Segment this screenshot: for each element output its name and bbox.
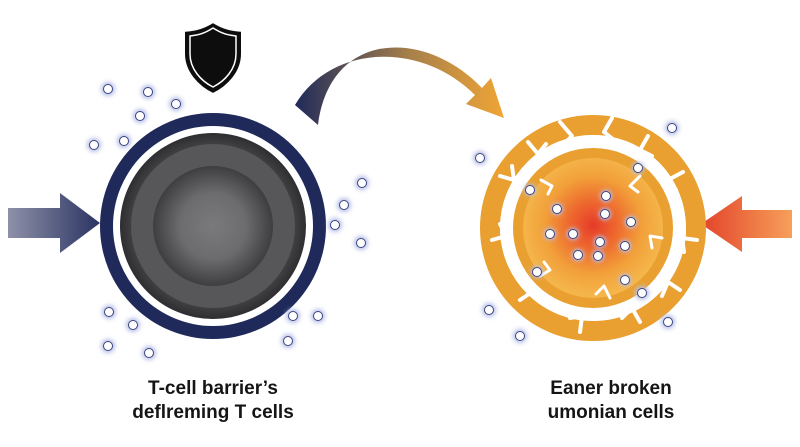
particle bbox=[632, 162, 644, 174]
particle bbox=[592, 250, 604, 262]
t-cell bbox=[100, 113, 326, 339]
particle bbox=[355, 176, 369, 190]
particle bbox=[311, 309, 325, 323]
particle bbox=[594, 236, 606, 248]
particle bbox=[572, 249, 584, 261]
particle bbox=[524, 184, 536, 196]
particle bbox=[531, 266, 543, 278]
particle bbox=[544, 228, 556, 240]
shield-icon bbox=[183, 20, 243, 96]
particle bbox=[661, 315, 675, 329]
particle bbox=[169, 97, 183, 111]
particle bbox=[567, 228, 579, 240]
particle bbox=[599, 208, 611, 220]
curved-arrow-icon bbox=[295, 47, 504, 125]
particle bbox=[101, 339, 115, 353]
left-caption-line1: T-cell barrier’s bbox=[148, 378, 278, 399]
particle bbox=[101, 82, 115, 96]
particle bbox=[473, 151, 487, 165]
particle bbox=[635, 286, 649, 300]
arrow-left-icon bbox=[701, 196, 792, 252]
particle bbox=[551, 203, 563, 215]
right-caption-line1: Eaner broken bbox=[550, 378, 672, 399]
particle bbox=[600, 190, 612, 202]
particle bbox=[513, 329, 527, 343]
particle bbox=[328, 218, 342, 232]
particles-left bbox=[87, 82, 369, 360]
left-caption-line2: deflreming T cells bbox=[132, 402, 294, 423]
arrow-right-icon bbox=[8, 193, 100, 253]
particle bbox=[141, 85, 155, 99]
particle bbox=[117, 134, 131, 148]
particle bbox=[625, 216, 637, 228]
particles-right-inner bbox=[524, 162, 644, 286]
particle bbox=[286, 309, 300, 323]
particle bbox=[619, 240, 631, 252]
particle bbox=[102, 305, 116, 319]
particle bbox=[126, 318, 140, 332]
particle bbox=[87, 138, 101, 152]
particle bbox=[281, 334, 295, 348]
broken-cell bbox=[480, 115, 706, 341]
left-cell-caption: T-cell barrier’s deflreming T cells bbox=[53, 377, 373, 425]
particle bbox=[133, 109, 147, 123]
particles-right-outer bbox=[473, 121, 679, 343]
particle bbox=[665, 121, 679, 135]
right-cell-caption: Eaner broken umonian cells bbox=[451, 377, 771, 425]
particle bbox=[337, 198, 351, 212]
particle bbox=[354, 236, 368, 250]
particle bbox=[619, 274, 631, 286]
right-caption-line2: umonian cells bbox=[547, 402, 675, 423]
particle bbox=[142, 346, 156, 360]
particle bbox=[482, 303, 496, 317]
